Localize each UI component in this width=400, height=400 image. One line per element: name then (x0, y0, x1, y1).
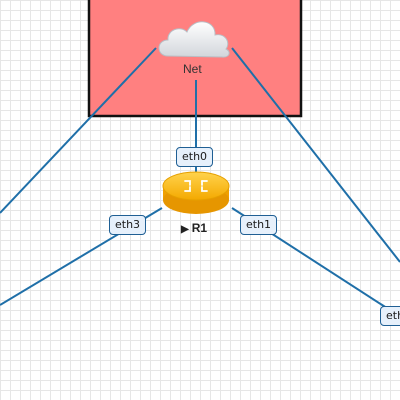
cloud-node-label: Net (183, 62, 202, 76)
router-icon[interactable] (162, 171, 230, 214)
router-node-label: ▶R1 (181, 221, 207, 235)
interface-label-eth-right[interactable]: eth (380, 306, 400, 326)
link-net-right[interactable] (231, 47, 400, 263)
router-name: R1 (191, 221, 208, 235)
interface-label-eth1[interactable]: eth1 (240, 215, 278, 235)
interface-label-eth0[interactable]: eth0 (176, 147, 214, 167)
link-net-left[interactable] (0, 47, 157, 214)
cloud-icon[interactable] (158, 21, 230, 58)
interface-label-eth3[interactable]: eth3 (109, 215, 147, 235)
play-icon[interactable]: ▶ (181, 224, 189, 235)
